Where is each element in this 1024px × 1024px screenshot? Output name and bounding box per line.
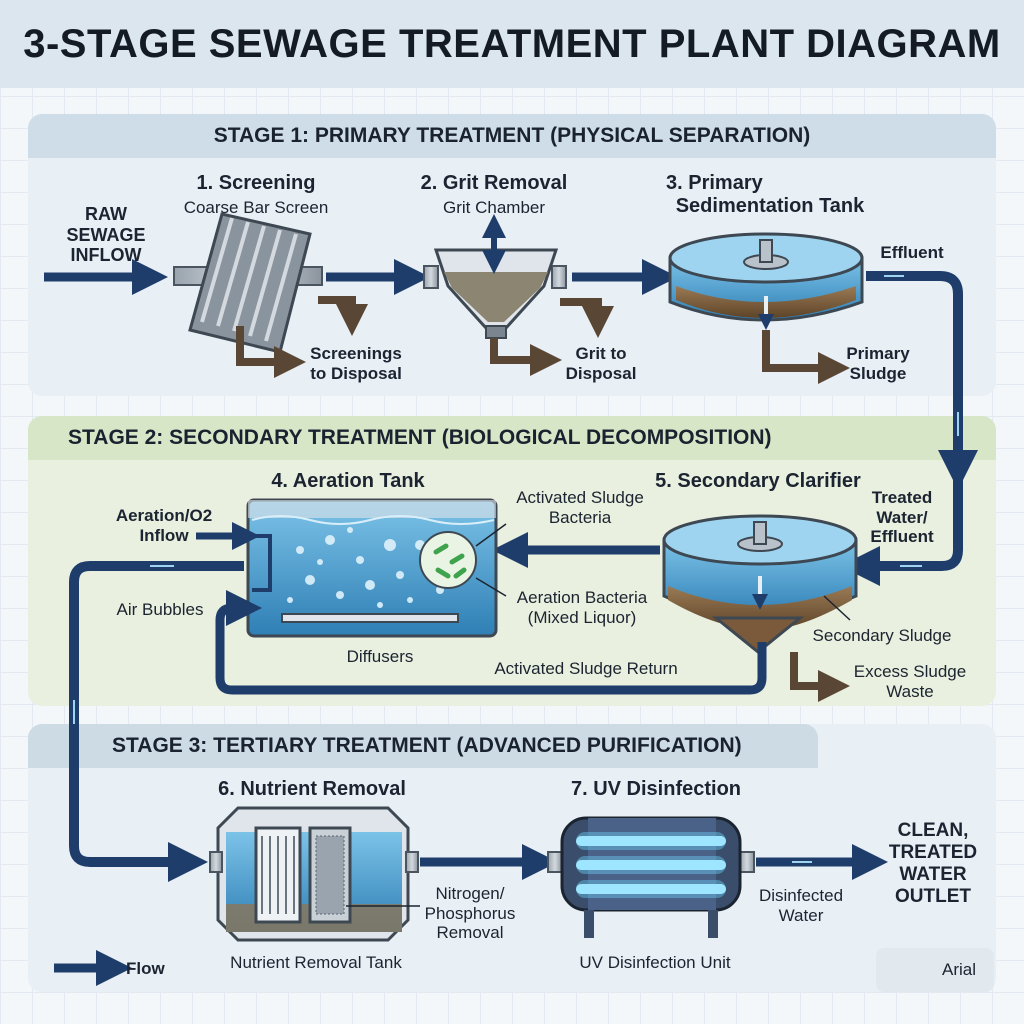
clean-water-outlet-label: CLEAN, TREATED WATER OUTLET	[878, 820, 988, 907]
legend-arial-label: Arial	[942, 960, 977, 979]
primary-tank-title-line: Sedimentation Tank	[675, 195, 865, 217]
nutrient-removal-title: 6. Nutrient Removal	[218, 778, 406, 800]
stage2-header: STAGE 2: SECONDARY TREATMENT (BIOLOGICAL…	[28, 416, 996, 460]
mixed-liquor-label-line: Aeration Bacteria	[516, 588, 648, 607]
nutrient-tank-label: Nutrient Removal Tank	[230, 953, 402, 972]
screen-side-arrow	[318, 296, 368, 336]
diffusers-label: Diffusers	[346, 647, 414, 666]
mixed-liquor-label-line: (Mixed Liquor)	[527, 607, 637, 627]
clean-water-outlet-label-line: OUTLET	[895, 885, 971, 907]
o2-inflow-label: Aeration/O2 Inflow	[104, 506, 224, 545]
nitrogen-phosphorus-label-line: Phosphorus	[424, 903, 516, 923]
o2-inflow-label-line: Inflow	[139, 525, 189, 545]
disinfected-water-label: Disinfected Water	[752, 886, 850, 925]
mixed-liquor-label: Aeration Bacteria (Mixed Liquor)	[500, 588, 664, 627]
pointer-line	[823, 595, 851, 621]
page-title: 3-STAGE SEWAGE TREATMENT PLANT DIAGRAM	[0, 0, 1024, 88]
raw-inflow-label: RAW SEWAGE INFLOW	[58, 204, 154, 266]
aeration-tank-icon	[246, 498, 498, 638]
screenings-label-line: Screenings	[310, 344, 402, 363]
secondary-clarifier-title: 5. Secondary Clarifier	[655, 470, 861, 492]
primary-sludge-label-line: Sludge	[849, 363, 907, 383]
primary-sludge-label: Primary Sludge	[840, 344, 916, 383]
activated-sludge-bacteria-label-line: Bacteria	[548, 507, 612, 527]
secondary-clarifier-icon	[662, 514, 858, 654]
nitrogen-phosphorus-label-line: Removal	[436, 923, 504, 943]
grit-side-arrow	[560, 298, 614, 338]
sludge-return-pipe	[215, 590, 767, 695]
uv-disinfection-title: 7. UV Disinfection	[570, 778, 742, 800]
bar-screen-icon	[188, 212, 312, 354]
nutrient-removal-tank-icon	[209, 806, 419, 942]
primary-tank-title-line: 3. Primary	[666, 172, 763, 194]
disinfected-water-label-line: Water	[778, 905, 824, 925]
excess-sludge-label: Excess Sludge Waste	[842, 662, 978, 701]
grit-arrow	[490, 338, 562, 376]
stage1-header: STAGE 1: PRIMARY TREATMENT (PHYSICAL SEP…	[28, 114, 996, 158]
screenings-label-line: to Disposal	[310, 363, 402, 383]
grit-disposal-label-line: Disposal	[565, 363, 637, 383]
treated-water-label: Treated Water/ Effluent	[864, 488, 940, 547]
primary-tank-title: 3. Primary Sedimentation Tank	[660, 172, 880, 218]
effluent-label: Effluent	[880, 243, 944, 262]
excess-sludge-label-line: Excess Sludge	[853, 662, 967, 681]
treated-water-label-line: Effluent	[870, 527, 934, 547]
grit-disposal-label: Grit to Disposal	[556, 344, 646, 383]
grit-chamber-icon	[423, 248, 567, 339]
sludge-return-label: Activated Sludge Return	[494, 659, 678, 678]
screening-title: 1. Screening	[196, 172, 316, 194]
secondary-sludge-label: Secondary Sludge	[812, 626, 952, 645]
o2-inflow-label-line: Aeration/O2	[115, 506, 213, 525]
raw-inflow-label-line: INFLOW	[70, 245, 142, 266]
clean-water-outlet-label-line: CLEAN,	[897, 820, 969, 841]
treated-water-label-line: Treated	[871, 488, 933, 507]
pointer-line	[475, 577, 507, 597]
activated-sludge-bacteria-label-line: Activated Sludge	[516, 488, 644, 507]
excess-sludge-label-line: Waste	[886, 681, 934, 701]
aeration-tank-title: 4. Aeration Tank	[271, 470, 425, 492]
activated-sludge-bacteria-label: Activated Sludge Bacteria	[502, 488, 658, 527]
effluent-pipe	[866, 271, 978, 490]
stage3-header: STAGE 3: TERTIARY TREATMENT (ADVANCED PU…	[28, 724, 818, 768]
screenings-arrow	[236, 326, 306, 378]
treated-water-label-line: Water/	[876, 507, 928, 527]
treated-water-pipe	[840, 470, 963, 586]
clean-water-outlet-label-line: TREATED	[888, 841, 978, 863]
uv-unit-label: UV Disinfection Unit	[579, 953, 731, 972]
screenings-label: Screenings to Disposal	[300, 344, 412, 383]
primary-sludge-label-line: Primary	[846, 344, 910, 363]
raw-inflow-label-line: SEWAGE	[66, 224, 146, 245]
disinfected-water-label-line: Disinfected	[758, 886, 844, 905]
pointer-line	[475, 523, 507, 547]
raw-inflow-label-line: RAW	[85, 204, 127, 224]
grit-subtitle: Grit Chamber	[442, 198, 546, 217]
legend-box	[876, 948, 994, 992]
primary-sedimentation-tank-icon	[668, 232, 864, 330]
nitrogen-phosphorus-label: Nitrogen/ Phosphorus Removal	[416, 884, 524, 943]
screening-subtitle: Coarse Bar Screen	[183, 198, 329, 217]
grit-disposal-label-line: Grit to	[575, 344, 627, 363]
uv-disinfection-unit-icon	[547, 816, 755, 938]
air-bubbles-label: Air Bubbles	[116, 600, 204, 619]
nitrogen-phosphorus-label-line: Nitrogen/	[435, 884, 505, 903]
grit-title: 2. Grit Removal	[420, 172, 568, 194]
primary-sludge-arrow	[762, 330, 850, 384]
legend-flow-label: Flow	[126, 959, 165, 978]
excess-sludge-arrow	[790, 652, 850, 702]
clean-water-outlet-label-line: WATER	[899, 863, 967, 885]
